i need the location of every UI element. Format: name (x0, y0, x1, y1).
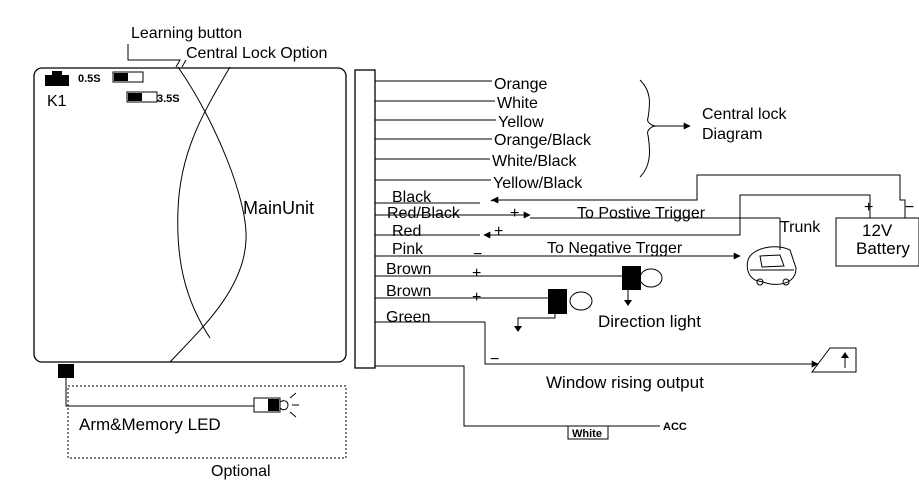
wire-white-black-label: White/Black (492, 153, 577, 170)
led-connector (58, 364, 74, 378)
wire-white-label: White (497, 95, 538, 112)
to-positive-trigger-label: To Postive Trigger (577, 205, 706, 222)
direction-light-label: Direction light (598, 312, 701, 331)
wire-connector (354, 69, 376, 369)
switch-3-5s[interactable]: 3.5S (126, 91, 180, 105)
trunk-label: Trunk (780, 219, 821, 236)
direction-light-bulb-1 (622, 266, 663, 306)
switch-0-5s[interactable]: 0.5S (78, 71, 144, 85)
red-wire-to-battery (483, 194, 871, 239)
red-black-plus-sign: + (510, 205, 519, 222)
central-lock-brace (639, 79, 657, 178)
arm-memory-led-label: Arm&Memory LED (79, 415, 221, 434)
acc-label: ACC (663, 421, 687, 433)
switch-0-5s-label: 0.5S (78, 73, 101, 85)
to-negative-trigger-label: To Negative Trgger (547, 240, 683, 257)
green-minus-sign: − (490, 351, 499, 368)
central-lock-option-label: Central Lock Option (186, 45, 327, 62)
battery: 12V Battery + − (835, 199, 919, 267)
battery-label-1: 12V (862, 221, 893, 240)
arm-memory-led-icon (253, 392, 299, 418)
white-wire-box (567, 425, 609, 440)
window-icon (811, 347, 857, 373)
trunk-car-icon (746, 246, 797, 286)
red-plus-sign: + (494, 223, 503, 240)
optional-label: Optional (211, 463, 271, 480)
white-wire-label: White (572, 428, 602, 440)
acc-wire (375, 365, 660, 427)
wire-green-label: Green (386, 309, 430, 326)
wire-red-label: Red (392, 223, 421, 240)
wire-pink-label: Pink (392, 241, 424, 258)
wire-red-black-label: Red/Black (387, 205, 461, 222)
pink-minus-sign: − (473, 246, 482, 263)
learning-button-label: Learning button (131, 25, 242, 42)
wire-yellow-label: Yellow (498, 114, 544, 131)
black-minus-sign: − (490, 193, 499, 210)
central-lock-diagram-label-1: Central lock (702, 106, 787, 123)
k1-learning-button[interactable] (45, 71, 69, 86)
black-wire-to-battery (491, 174, 906, 218)
brown1-plus-sign: + (472, 265, 481, 282)
led-wire (65, 378, 254, 407)
learning-button-leader (127, 44, 181, 68)
wire-orange-black-label: Orange/Black (494, 132, 592, 149)
battery-plus-sign: + (864, 199, 873, 216)
k1-label: K1 (47, 93, 67, 110)
wire-black-label: Black (392, 189, 432, 206)
wire-orange-label: Orange (494, 76, 547, 93)
central-lock-leader (181, 59, 187, 68)
brown2-plus-sign: + (472, 289, 481, 306)
main-unit-label: MainUnit (243, 198, 314, 218)
wire-brown-1-label: Brown (386, 261, 431, 278)
central-lock-wires (375, 80, 496, 181)
main-unit: MainUnit (33, 66, 347, 363)
direction-light-bulb-2 (514, 289, 593, 332)
optional-box (67, 385, 347, 459)
battery-minus-sign: − (905, 199, 914, 216)
wire-brown-2-label: Brown (386, 283, 431, 300)
green-wire (484, 322, 819, 368)
switch-3-5s-label: 3.5S (157, 93, 180, 105)
window-rising-output-label: Window rising output (546, 373, 704, 392)
battery-label-2: Battery (856, 239, 910, 258)
central-lock-diagram-label-2: Diagram (702, 126, 762, 143)
wire-yellow-black-label: Yellow/Black (493, 175, 583, 192)
